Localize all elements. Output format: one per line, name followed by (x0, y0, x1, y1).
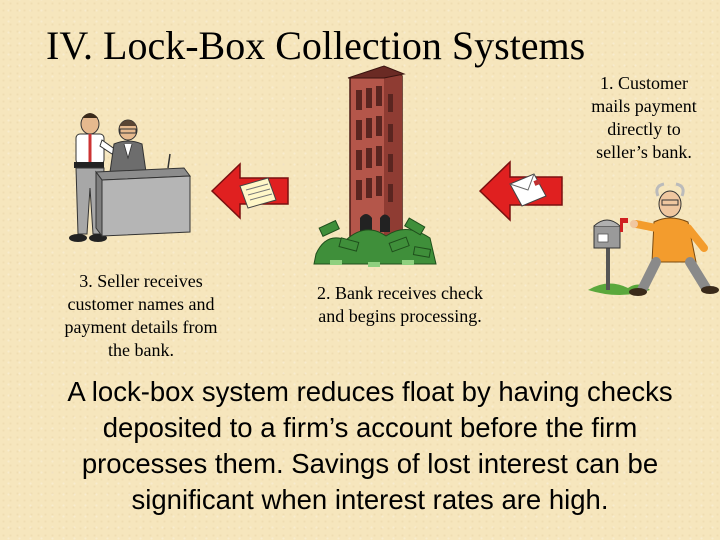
check-envelope-icon (239, 177, 277, 209)
arrow-left-icon (210, 162, 289, 220)
caption-line: and begins processing. (318, 306, 482, 326)
summary-line: A lock-box system reduces float by havin… (67, 376, 673, 407)
caption-line: directly to (607, 119, 681, 139)
caption-line: 3. Seller receives (79, 271, 203, 291)
summary-paragraph: A lock-box system reduces float by havin… (28, 374, 712, 518)
slide-title: IV. Lock-Box Collection Systems (46, 23, 586, 68)
step-1-caption: 1. Customer mails payment directly to se… (578, 72, 710, 164)
step-3-caption: 3. Seller receives customer names and pa… (48, 270, 234, 362)
check-envelope-icon (509, 173, 547, 207)
bank-building-clipart (313, 65, 437, 267)
seller-office-clipart (69, 113, 191, 242)
caption-line: the bank. (108, 340, 174, 360)
caption-line: mails payment (591, 96, 697, 116)
caption-line: 2. Bank receives check (317, 283, 483, 303)
step-2-caption: 2. Bank receives check and begins proces… (300, 282, 500, 328)
caption-line: customer names and (67, 294, 215, 314)
caption-line: payment details from (64, 317, 218, 337)
caption-line: 1. Customer (600, 73, 688, 93)
customer-mailbox-clipart (588, 182, 719, 296)
arrow-left-icon (478, 160, 563, 222)
summary-line: processes them. Savings of lost interest… (81, 448, 659, 479)
summary-line: significant when interest rates are high… (131, 484, 609, 515)
summary-line: deposited to a firm’s account before the… (102, 412, 638, 443)
caption-line: seller’s bank. (596, 142, 692, 162)
